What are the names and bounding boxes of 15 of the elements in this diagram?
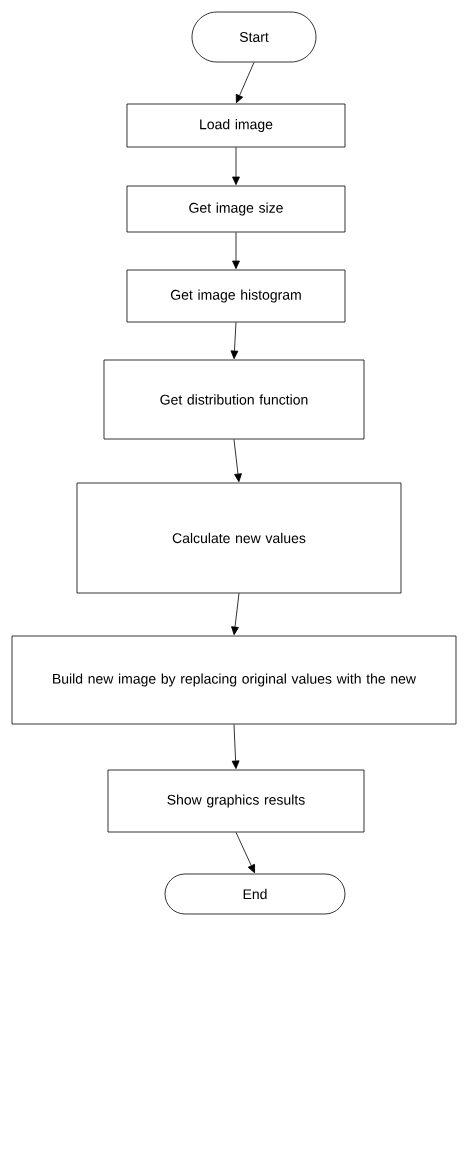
process-box: Show graphics results xyxy=(107,769,365,833)
process-box: Calculate new values xyxy=(76,482,402,594)
arrow xyxy=(235,832,255,874)
arrow xyxy=(231,593,240,636)
arrow xyxy=(230,322,239,360)
process-box: Build new image by replacing original values with the new xyxy=(11,635,457,725)
arrow xyxy=(231,724,240,769)
arrow xyxy=(233,439,242,483)
arrow xyxy=(232,147,240,186)
process-box: Get distribution function xyxy=(103,359,365,440)
process-box: Get image size xyxy=(126,185,346,233)
arrow xyxy=(232,232,240,270)
arrow xyxy=(235,62,255,104)
process-box: Get image histogram xyxy=(126,269,346,323)
process-box: Load image xyxy=(126,103,346,148)
